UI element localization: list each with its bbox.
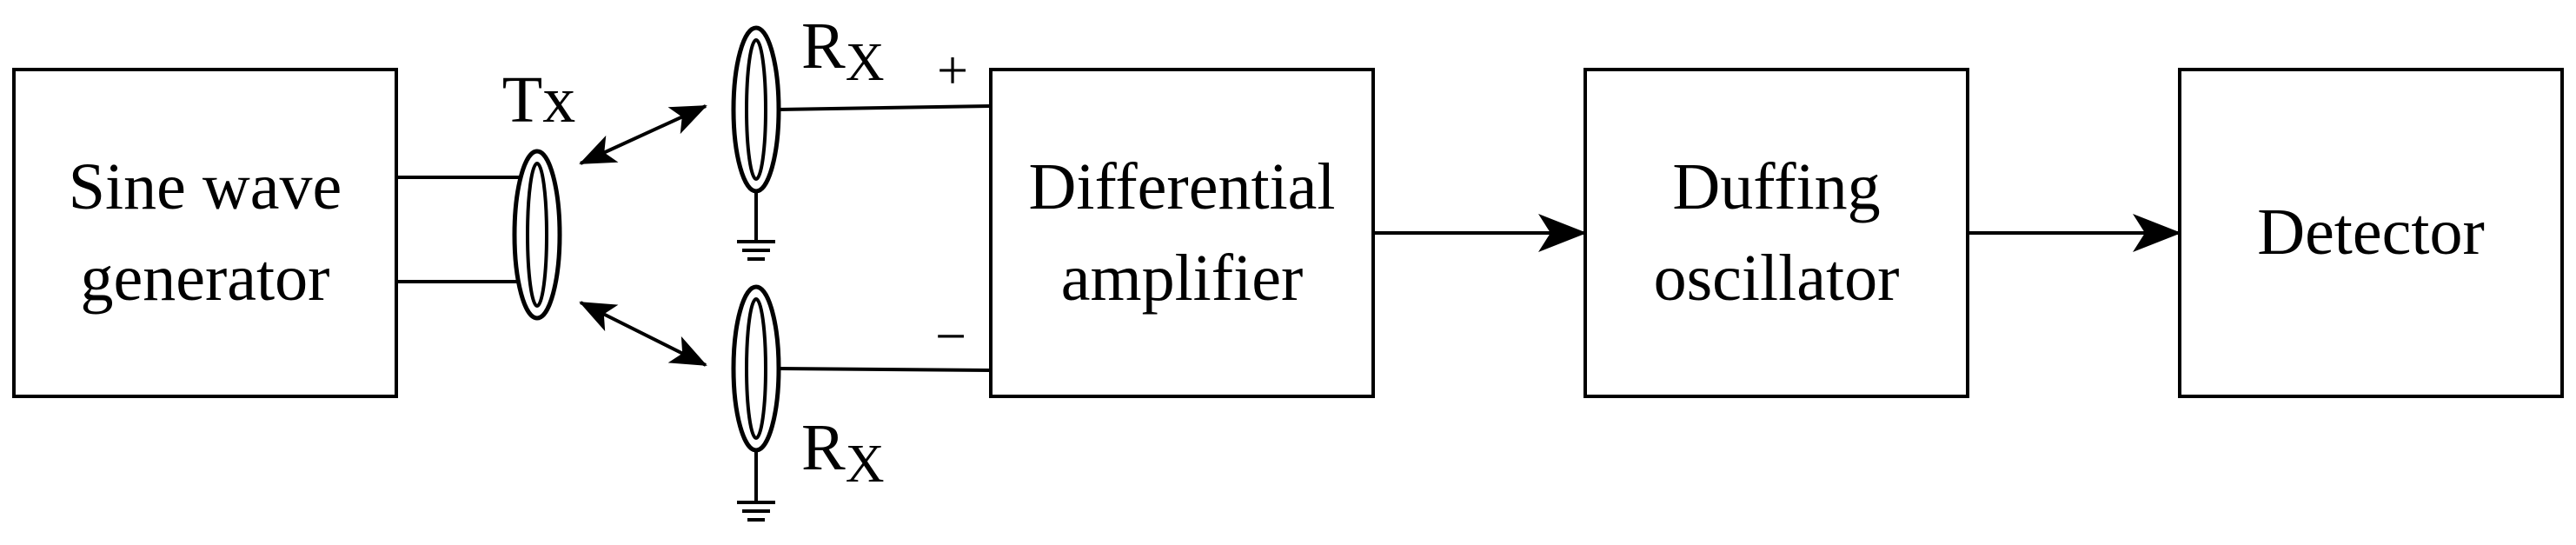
differential-amplifier-label-line1: Differential [1028,150,1335,223]
coupling-arrow-top-icon [579,104,707,165]
differential-amplifier-label-line2: amplifier [1061,242,1304,315]
detector-block: Detector [2178,68,2564,398]
sine-wave-generator-label-line2: generator [81,242,330,315]
duffing-oscillator-label-line1: Duffing [1672,150,1880,223]
plus-sign-label: + [937,39,968,101]
duffing-oscillator-label-line2: oscillator [1654,242,1900,315]
duffing-oscillator-block: Duffing oscillator [1583,68,1969,398]
coupling-arrow-bottom-icon [579,301,707,367]
receiver-bottom-label: RX [801,411,884,494]
receiver-top-label: RX [801,10,884,92]
differential-amplifier-block: Differential amplifier [989,68,1375,398]
receiver-bottom-wire [778,367,992,372]
transmitter-label: Tx [502,63,575,136]
receiver-coil-bottom-icon [731,284,781,453]
receiver-top-wire [778,104,992,111]
minus-sign-label: − [935,305,966,367]
detector-label: Detector [2257,196,2485,269]
receiver-coil-top-icon [731,25,781,194]
ground-symbol-bottom-icon [737,450,775,522]
sine-wave-generator-label-line1: Sine wave [69,150,342,223]
sine-wave-generator-block: Sine wave generator [12,68,398,398]
ground-symbol-top-icon [737,191,775,261]
transmitter-coil-icon [512,149,562,321]
